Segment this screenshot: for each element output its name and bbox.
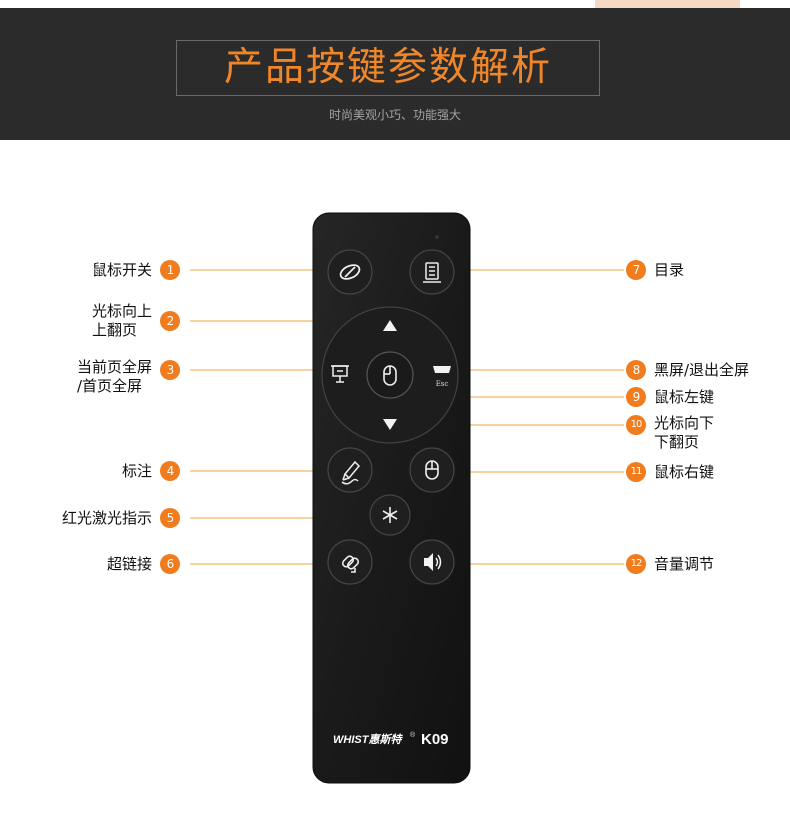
callout-label-9: 鼠标左键 (654, 388, 715, 406)
indicator-light (435, 235, 439, 239)
callout-number-11: 11 (626, 462, 646, 482)
down-arrow-icon (383, 419, 397, 430)
title-frame (176, 40, 600, 96)
menu-list-icon (423, 262, 441, 283)
callout-number-10: 10 (626, 415, 646, 435)
mouse-right-icon (425, 460, 439, 480)
callout-number-7: 7 (626, 260, 646, 280)
callout-number-2: 2 (160, 311, 180, 331)
mouse-right-button (409, 447, 455, 493)
callout-number-9: 9 (626, 387, 646, 407)
d-pad: Esc (321, 306, 459, 444)
callout-number-8: 8 (626, 360, 646, 380)
callout-label-11: 鼠标右键 (654, 463, 715, 481)
mouse-toggle-button (327, 249, 373, 295)
header-banner (0, 8, 790, 140)
model-name: K09 (421, 731, 449, 748)
mouse-toggle-icon (339, 264, 361, 280)
callout-label-7: 目录 (654, 261, 685, 279)
callout-label-12: 音量调节 (654, 555, 715, 573)
callout-number-4: 4 (160, 461, 180, 481)
pen-annotate-icon (341, 460, 361, 485)
presentation-icon (331, 365, 349, 383)
callout-number-1: 1 (160, 260, 180, 280)
center-mouse-button (366, 351, 414, 399)
up-arrow-icon (383, 320, 397, 331)
top-accent-bar (595, 0, 740, 8)
page-title: 产品按键参数解析 (223, 45, 552, 90)
brand-logo: WHIST惠斯特 ® K09 (333, 731, 449, 748)
annotate-button (327, 447, 373, 493)
callout-number-12: 12 (626, 554, 646, 574)
callout-label-6: 超链接 (106, 555, 152, 573)
callout-label-8: 黑屏/退出全屏 (654, 361, 750, 379)
hyperlink-button (327, 539, 373, 585)
callout-number-3: 3 (160, 360, 180, 380)
callout-label-1: 鼠标开关 (91, 261, 152, 279)
page-subtitle: 时尚美观小巧、功能强大 (328, 108, 461, 122)
callout-label-2: 光标向上上翻页 (91, 302, 152, 339)
callout-label-5: 红光激光指示 (61, 509, 152, 527)
callout-number-6: 6 (160, 554, 180, 574)
laser-button (369, 494, 411, 536)
brand-name: WHIST惠斯特 (333, 733, 403, 746)
callout-label-10: 光标向下下翻页 (654, 414, 715, 451)
speaker-volume-icon (424, 553, 442, 571)
mouse-icon (383, 365, 397, 386)
registered-mark: ® (410, 731, 416, 739)
menu-button (409, 249, 455, 295)
callout-label-4: 标注 (121, 462, 152, 480)
esc-key-label: Esc (436, 380, 449, 388)
callout-number-5: 5 (160, 508, 180, 528)
esc-blackscreen-icon: Esc (433, 366, 451, 388)
laser-asterisk-icon (382, 507, 398, 523)
callout-label-3: 当前页全屏/首页全屏 (76, 358, 152, 395)
link-icon (341, 555, 360, 573)
volume-button (409, 539, 455, 585)
